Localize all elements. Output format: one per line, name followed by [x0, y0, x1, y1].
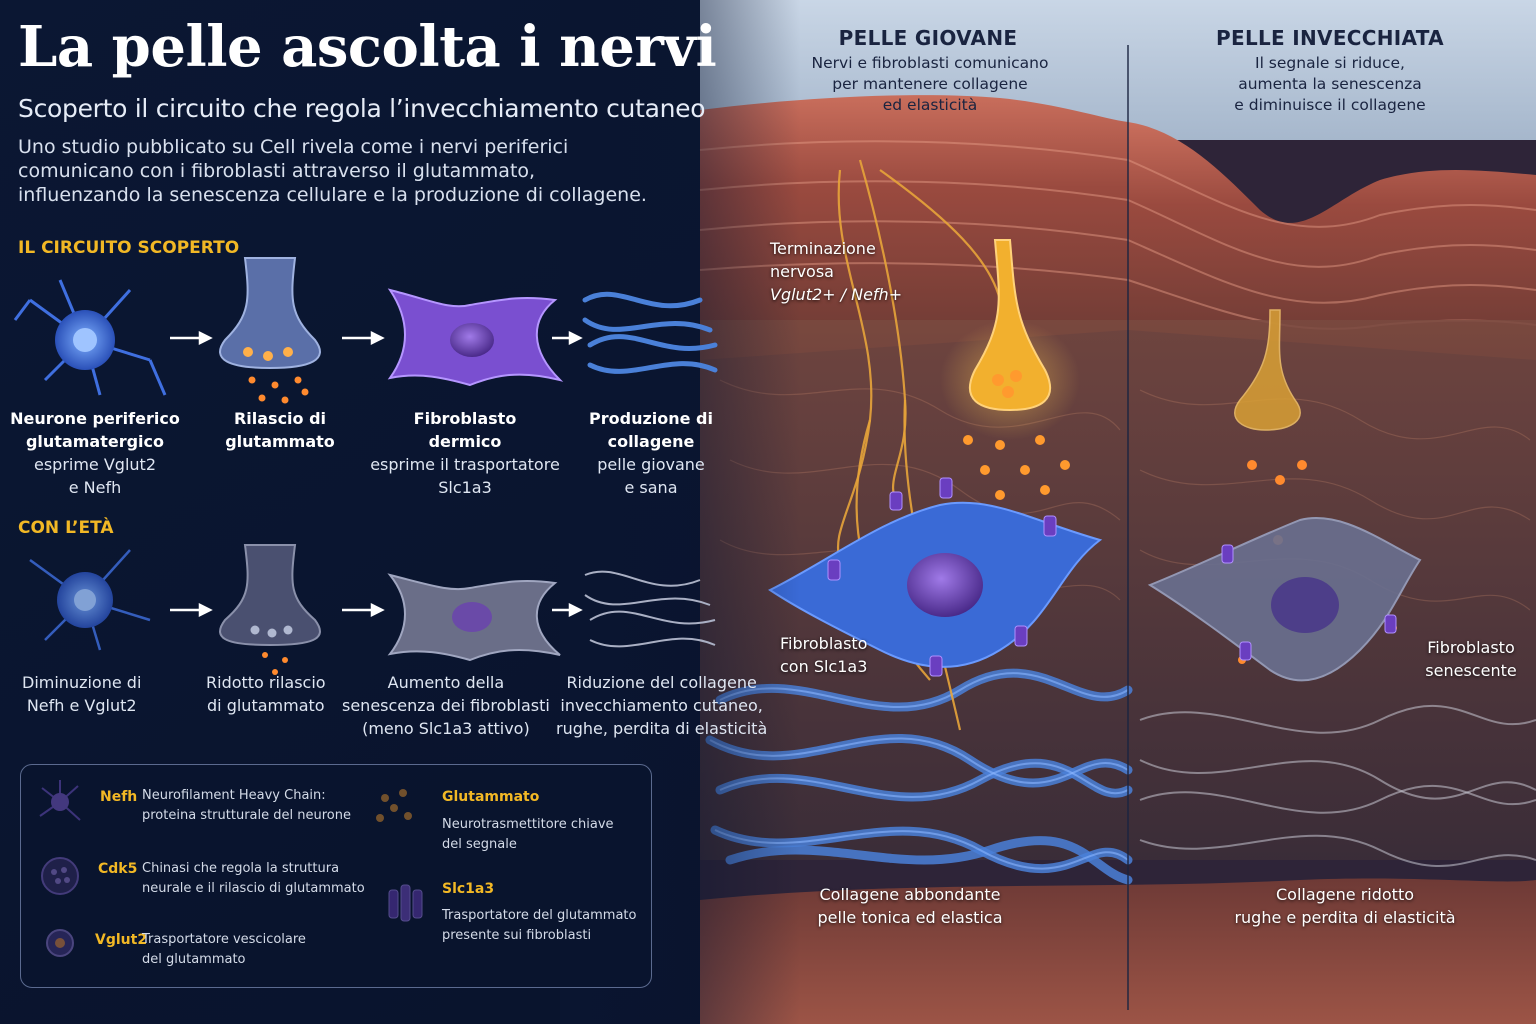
old-sub-line: aumenta la senescenza [1238, 75, 1422, 93]
circuit-synapse-illustration [219, 257, 321, 404]
legend-desc-slc1a3: Trasportatore del glutammato presente su… [442, 906, 636, 946]
circuit-fibroblast-illustration [387, 288, 564, 387]
legend-key-nefh: Nefh [100, 789, 138, 805]
collagen-label-line: Collagene abbondante [819, 885, 1001, 904]
circuit-neuron-illustration [13, 279, 167, 396]
old-fibroblast-label: Fibroblasto senescente [1416, 636, 1526, 682]
nerve-label-line: Terminazione [770, 239, 876, 258]
aging-step-line: senescenza dei fibroblasti [342, 696, 550, 715]
old-panel-heading: PELLE INVECCHIATA [1216, 26, 1444, 50]
legend-desc-glutamate: Neurotrasmettitore chiave del segnale [442, 815, 614, 855]
aging-collagen-illustration [584, 570, 716, 648]
aging-step-line: (meno Slc1a3 attivo) [362, 719, 530, 738]
legend-desc-line: Trasportatore vescicolare [142, 932, 306, 947]
circuit-step-neuron: Neurone periferico glutamatergico esprim… [0, 407, 190, 499]
young-fibroblast-label: Fibroblasto con Slc1a3 [780, 632, 867, 678]
legend-key-glutamate: Glutammato [442, 789, 540, 805]
fibro-label-line: Fibroblasto [1427, 638, 1515, 657]
legend-desc-line: presente sui fibroblasti [442, 928, 592, 943]
nerve-label-line: Vglut2+ / Nefh+ [770, 285, 903, 304]
aging-fibroblast-illustration [387, 573, 561, 662]
intro-paragraph: Uno studio pubblicato su Cell rivela com… [18, 135, 708, 207]
legend-key-slc1a3: Slc1a3 [442, 881, 495, 897]
aging-step-line: Ridotto rilascio [206, 673, 326, 692]
intro-line: Uno studio pubblicato su Cell rivela com… [18, 136, 569, 158]
old-sub-line: e diminuisce il collagene [1234, 96, 1426, 114]
legend-key-vglut2: Vglut2 [95, 932, 148, 948]
aging-step-release: Ridotto rilascio di glutammato [206, 671, 326, 717]
fibro-label-line: senescente [1425, 661, 1517, 680]
step-desc-line: esprime il trasportatore [370, 455, 560, 474]
aging-step-line: rughe, perdita di elasticità [556, 719, 768, 738]
step-desc-line: pelle giovane [597, 455, 705, 474]
fibro-label-line: con Slc1a3 [780, 657, 868, 676]
circuit-step-fibroblast: Fibroblasto dermico esprime il trasporta… [370, 407, 560, 499]
collagen-label-line: pelle tonica ed elastica [817, 908, 1003, 927]
legend-desc-vglut2: Trasportatore vescicolare del glutammato [142, 930, 306, 970]
nerve-ending-label: Terminazione nervosa Vglut2+ / Nefh+ [770, 237, 902, 306]
young-sub-line: Nervi e fibroblasti comunicano [811, 54, 1049, 72]
old-panel-subtitle: Il segnale si riduce, aumenta la senesce… [1190, 53, 1470, 116]
legend-desc-line: Neurofilament Heavy Chain: [142, 788, 326, 803]
page-title: La pelle ascolta i nervi [18, 14, 717, 80]
skin-scene [699, 0, 1536, 1024]
step-title-line: Fibroblasto [413, 409, 517, 428]
aging-step-line: Riduzione del collagene [566, 673, 757, 692]
old-sub-line: Il segnale si riduce, [1255, 54, 1405, 72]
young-sub-line: per mantenere collagene [832, 75, 1028, 93]
aging-step-line: Diminuzione di [22, 673, 142, 692]
circuit-heading: IL CIRCUITO SCOPERTO [18, 238, 240, 258]
collagen-label-line: rughe e perdita di elasticità [1234, 908, 1456, 927]
step-desc-line: e Nefh [68, 478, 122, 497]
step-title-line: collagene [607, 432, 695, 451]
intro-line: comunicano con i fibroblasti attraverso … [18, 160, 536, 182]
legend-key-cdk5: Cdk5 [98, 861, 138, 877]
step-title-line: dermico [428, 432, 502, 451]
step-title-line: Neurone periferico [10, 409, 180, 428]
step-title-line: Produzione di [589, 409, 713, 428]
step-desc-line: esprime Vglut2 [33, 455, 156, 474]
aging-synapse-illustration [219, 544, 321, 675]
legend-desc-line: del segnale [442, 837, 517, 852]
legend-desc-line: proteina strutturale del neurone [142, 808, 351, 823]
aging-heading: CON L’ETÀ [18, 518, 114, 538]
aging-neuron-illustration [29, 549, 151, 651]
step-desc-line: Slc1a3 [438, 478, 492, 497]
legend-desc-line: Neurotrasmettitore chiave [442, 817, 614, 832]
aging-step-collagen: Riduzione del collagene invecchiamento c… [556, 671, 767, 740]
step-title-line: Rilascio di [233, 409, 327, 428]
circuit-step-collagen: Produzione di collagene pelle giovane e … [556, 407, 746, 499]
legend-desc-line: del glutammato [142, 952, 246, 967]
step-title-line: glutamatergico [25, 432, 165, 451]
legend-desc-line: Chinasi che regola la struttura [142, 861, 340, 876]
old-collagen-label: Collagene ridotto rughe e perdita di ela… [1220, 883, 1470, 929]
aging-step-fibroblast: Aumento della senescenza dei fibroblasti… [342, 671, 550, 740]
step-desc-line: e sana [624, 478, 678, 497]
legend-desc-nefh: Neurofilament Heavy Chain: proteina stru… [142, 786, 351, 826]
aging-step-line: invecchiamento cutaneo, [560, 696, 763, 715]
legend-desc-line: neurale e il rilascio di glutammato [142, 881, 365, 896]
intro-line: influenzando la senescenza cellulare e l… [18, 184, 647, 206]
legend-desc-line: Trasportatore del glutammato [442, 908, 637, 923]
aging-step-line: di glutammato [207, 696, 325, 715]
young-sub-line: ed elasticità [882, 96, 978, 114]
aging-step-line: Nefh e Vglut2 [26, 696, 137, 715]
aging-step-neuron: Diminuzione di Nefh e Vglut2 [22, 671, 141, 717]
legend-box [20, 764, 652, 988]
page-subtitle: Scoperto il circuito che regola l’invecc… [18, 94, 706, 123]
circuit-collagen-illustration [582, 291, 718, 374]
circuit-step-release: Rilascio di glutammato [185, 407, 375, 453]
nerve-label-line: nervosa [770, 262, 834, 281]
legend-desc-cdk5: Chinasi che regola la struttura neurale … [142, 859, 365, 899]
young-panel-heading: PELLE GIOVANE [838, 26, 1018, 50]
aging-step-line: Aumento della [387, 673, 505, 692]
young-panel-subtitle: Nervi e fibroblasti comunicano per mante… [780, 53, 1080, 116]
step-title-line: glutammato [225, 432, 335, 451]
fibro-label-line: Fibroblasto [780, 634, 868, 653]
collagen-label-line: Collagene ridotto [1275, 885, 1415, 904]
young-collagen-label: Collagene abbondante pelle tonica ed ela… [790, 883, 1030, 929]
